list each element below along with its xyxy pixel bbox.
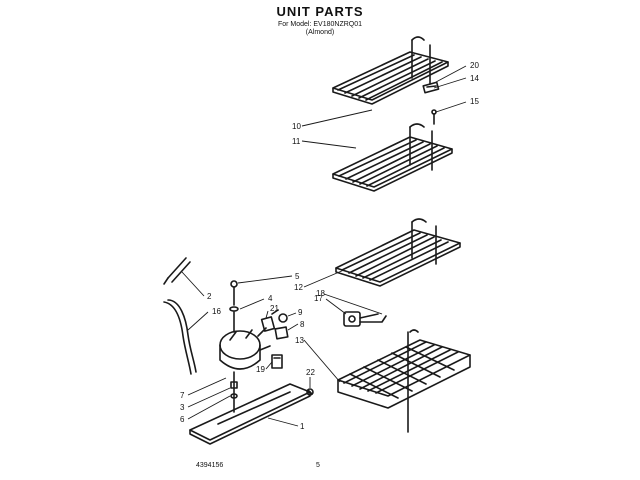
evaporator-shelf-top xyxy=(332,36,449,105)
leader-19 xyxy=(265,361,273,370)
base-plate xyxy=(189,383,311,445)
callout-3: 3 xyxy=(180,403,185,412)
leader-20 xyxy=(435,65,467,83)
leader-21 xyxy=(265,310,269,319)
callout-21: 21 xyxy=(270,304,279,313)
model-line: For Model: EV180NZRQ01 xyxy=(277,21,363,28)
leader-5 xyxy=(237,275,293,284)
callout-19: 19 xyxy=(256,365,265,374)
callout-6: 6 xyxy=(180,415,185,424)
leader-12 xyxy=(303,269,345,288)
screw-part-15 xyxy=(431,109,437,125)
capillary-tube xyxy=(163,257,191,285)
callout-9: 9 xyxy=(298,308,303,317)
callout-12: 12 xyxy=(294,283,303,292)
callout-22: 22 xyxy=(306,368,315,377)
callout-18: 18 xyxy=(316,289,325,298)
drier-hose xyxy=(163,299,197,375)
callout-4: 4 xyxy=(268,294,273,303)
leader-8 xyxy=(287,323,299,331)
callout-16: 16 xyxy=(212,307,221,316)
leader-7 xyxy=(187,377,227,396)
callout-11: 11 xyxy=(292,137,301,146)
evaporator-shelf-2 xyxy=(332,123,453,192)
callout-2: 2 xyxy=(207,292,212,301)
callout-20: 20 xyxy=(470,61,479,70)
terminal-cover-19 xyxy=(271,354,283,369)
callout-13: 13 xyxy=(295,336,304,345)
callout-1: 1 xyxy=(300,422,305,431)
leader-3 xyxy=(187,387,231,408)
leader-18 xyxy=(323,293,383,315)
overload-relay-parts xyxy=(257,309,289,340)
callout-15: 15 xyxy=(470,97,479,106)
callout-17: 17 xyxy=(314,294,323,303)
variant-line: (Almond) xyxy=(305,29,335,36)
leader-14 xyxy=(433,77,467,89)
leader-15 xyxy=(435,101,467,113)
page-number: 5 xyxy=(316,462,320,469)
evaporator-shelf-3 xyxy=(335,218,461,287)
leader-4 xyxy=(239,298,265,310)
leader-16 xyxy=(187,311,209,331)
wire-shelf-bottom xyxy=(337,329,471,433)
leader-6 xyxy=(187,395,231,420)
callout-10: 10 xyxy=(292,122,301,131)
callout-5: 5 xyxy=(295,272,300,281)
clip-part-20-14 xyxy=(422,81,440,94)
callout-14: 14 xyxy=(470,74,479,83)
part-number: 4394156 xyxy=(196,462,224,469)
mounting-stud-assembly xyxy=(229,280,239,413)
page-title: UNIT PARTS xyxy=(276,4,364,19)
leader-17 xyxy=(325,298,347,315)
compressor xyxy=(219,329,271,370)
leader-10 xyxy=(301,109,373,127)
leader-13 xyxy=(303,339,341,383)
leader-2 xyxy=(181,271,205,297)
screw-22 xyxy=(306,388,314,396)
callout-7: 7 xyxy=(180,391,185,400)
thermostat-17-18 xyxy=(343,311,387,327)
leader-1 xyxy=(267,417,299,427)
leader-9 xyxy=(287,312,297,317)
callout-8: 8 xyxy=(300,320,305,329)
leader-11 xyxy=(301,140,357,149)
